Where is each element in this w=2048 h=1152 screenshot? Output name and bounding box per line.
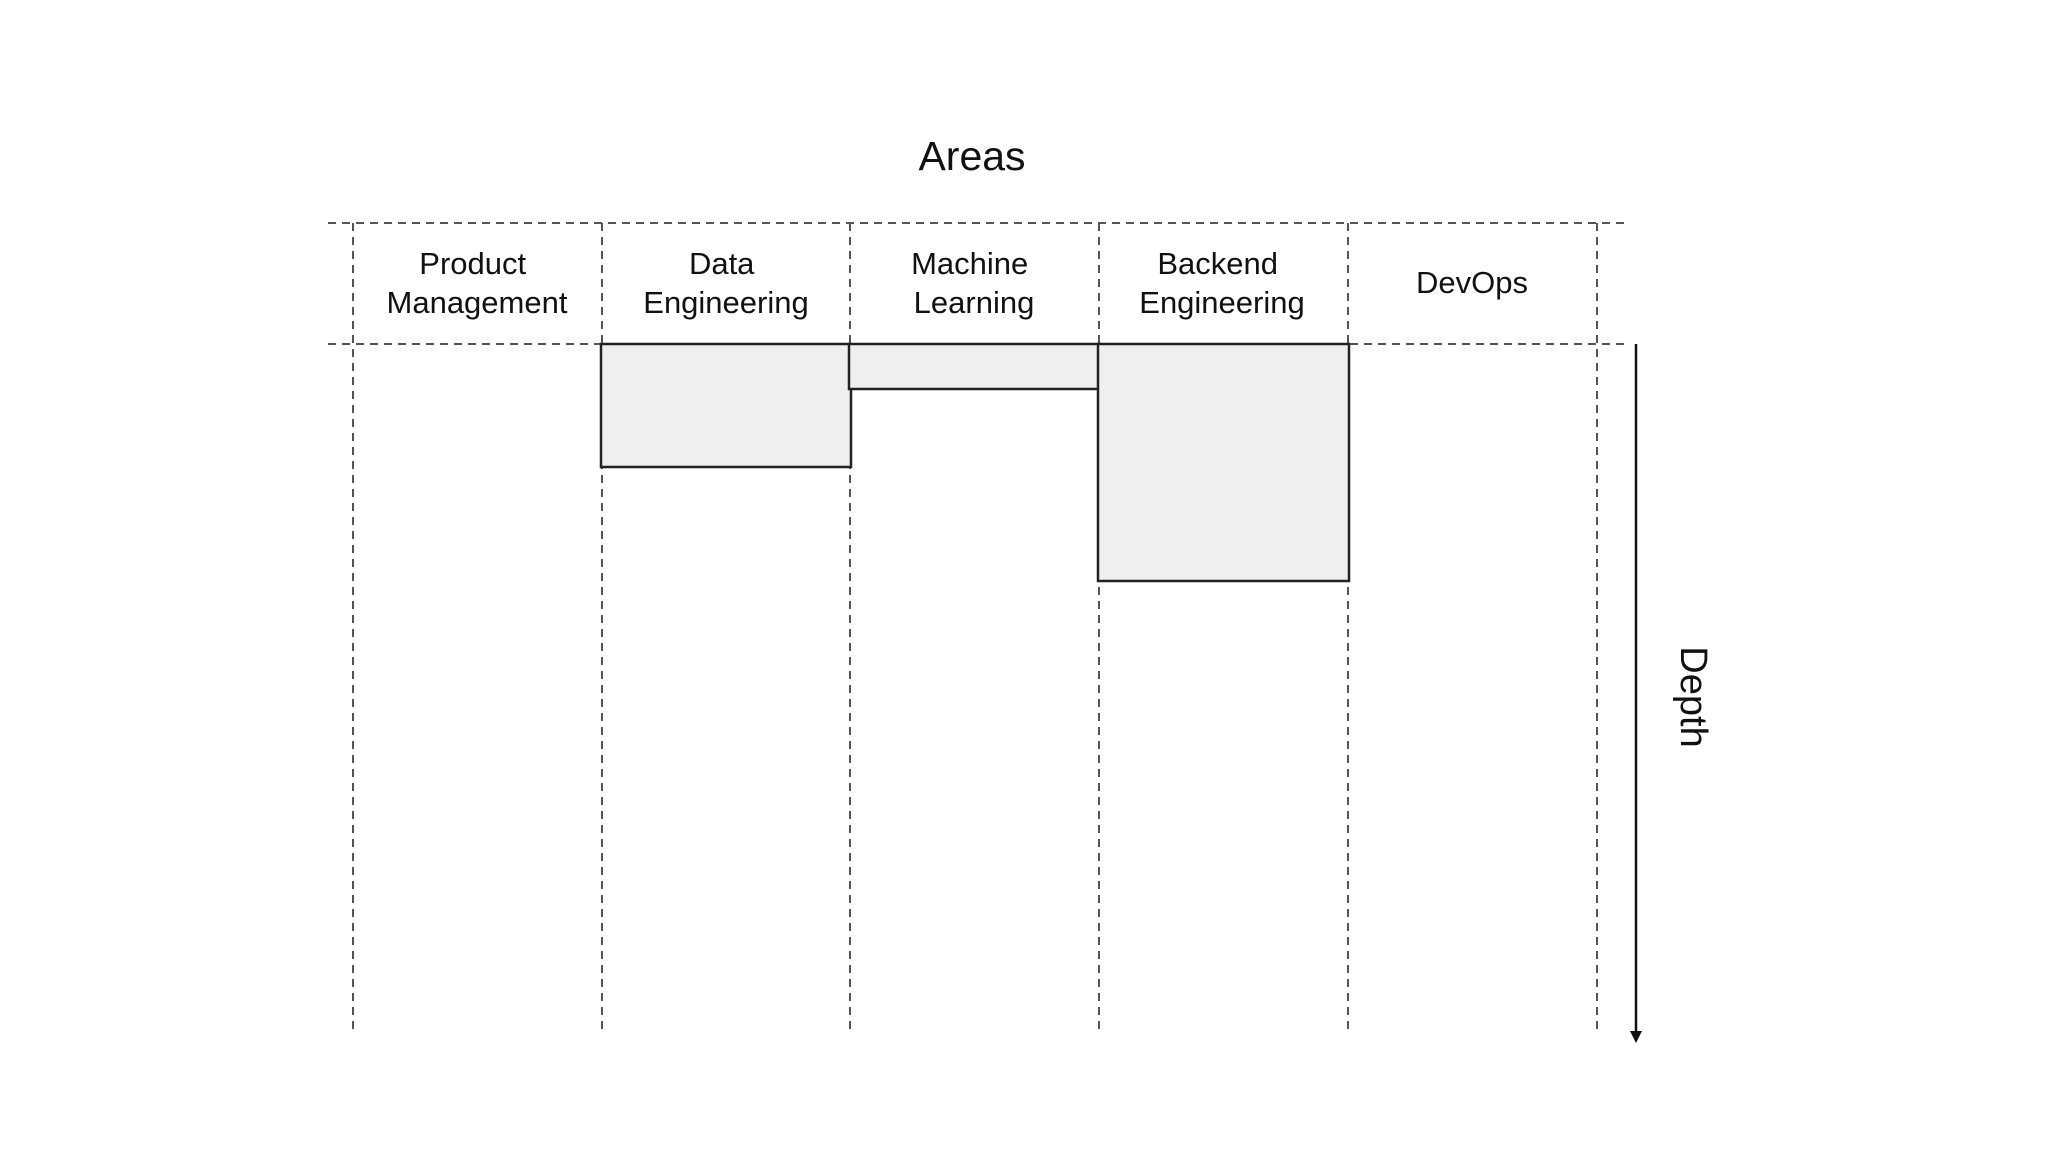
- depth-box-backend-engineering: [1096, 342, 1351, 583]
- depth-box-machine-learning: [847, 342, 1102, 391]
- area-labels: Product Management Data Engineering Mach…: [387, 246, 1528, 320]
- area-label-data-engineering: Data Engineering: [643, 246, 808, 320]
- area-label-product-management: Product Management: [387, 246, 568, 320]
- area-label-machine-learning: Machine Learning: [911, 246, 1037, 320]
- depth-axis-label: Depth: [1672, 646, 1714, 747]
- depth-axis-arrowhead: [1630, 1031, 1642, 1043]
- diagram-title: Areas: [918, 133, 1025, 179]
- depth-boxes: [599, 342, 1351, 583]
- depth-box-data-engineering: [599, 342, 853, 469]
- area-label-backend-engineering: Backend Engineering: [1139, 246, 1304, 320]
- area-label-devops: DevOps: [1416, 265, 1528, 300]
- column-separators: [352, 223, 1598, 1030]
